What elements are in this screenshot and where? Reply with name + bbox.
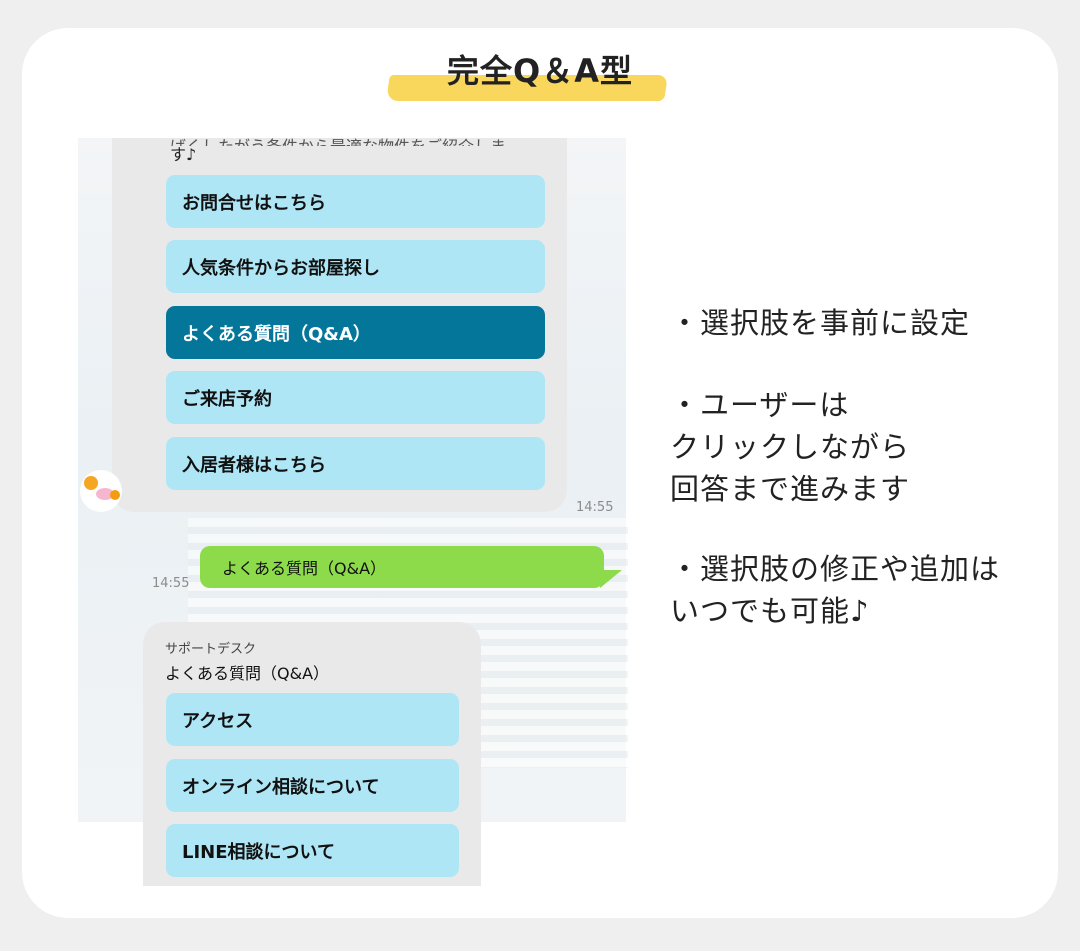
option-online-consult[interactable]: オンライン相談について [166,759,459,812]
option-label: 人気条件からお部屋探し [182,257,380,279]
user-message-bubble: よくある質問（Q&A） [200,546,604,588]
page-title: 完全Q＆A型 [447,52,633,90]
option-label: アクセス [182,710,254,732]
note-line: ・ユーザーは [670,388,850,422]
note-line: 回答まで進みます [670,472,911,506]
message-text: ばくしたがう条件から最適な物件をご紹介しま す♪ [170,138,550,164]
message-tail-line: す♪ [170,145,197,164]
option-label: よくある質問（Q&A） [182,323,371,345]
note-line: ・選択肢の修正や追加は [670,552,1001,586]
message-cut-line: ばくしたがう条件から最適な物件をご紹介しま [170,138,550,146]
avatar-shape [84,476,98,490]
message-text: よくある質問（Q&A） [165,664,330,683]
note-point-1: ・選択肢を事前に設定 [670,302,970,344]
note-line: いつでも可能♪ [670,594,870,628]
avatar-shape [96,488,114,500]
option-line-consult[interactable]: LINE相談について [166,824,459,877]
title-wrap: 完全Q＆A型 [0,46,1080,92]
note-point-3: ・選択肢の修正や追加は いつでも可能♪ [670,548,1000,632]
option-visit-reservation[interactable]: ご来店予約 [166,371,545,424]
option-label: 入居者様はこちら [182,454,326,476]
user-bubble-tail [600,570,622,588]
note-line: ・選択肢を事前に設定 [670,306,971,340]
option-residents[interactable]: 入居者様はこちら [166,437,545,490]
user-message-text: よくある質問（Q&A） [222,559,387,578]
option-label: LINE相談について [182,841,335,863]
bot-message-time: 14:55 [576,500,614,515]
user-message-time: 14:55 [152,576,190,591]
option-contact[interactable]: お問合せはこちら [166,175,545,228]
avatar[interactable] [80,470,122,512]
note-point-2: ・ユーザーは クリックしながら 回答まで進みます [670,384,910,510]
note-line: クリックしながら [670,430,911,464]
option-label: オンライン相談について [182,776,380,798]
option-label: お問合せはこちら [182,192,326,214]
option-access[interactable]: アクセス [166,693,459,746]
sender-name: サポートデスク [165,642,257,657]
option-label: ご来店予約 [182,388,272,410]
option-faq-selected[interactable]: よくある質問（Q&A） [166,306,545,359]
option-popular-search[interactable]: 人気条件からお部屋探し [166,240,545,293]
avatar-shape [110,490,120,500]
